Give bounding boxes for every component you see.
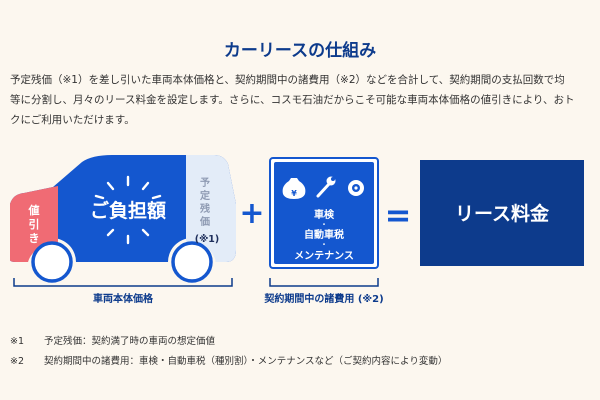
page-title: カーリースの仕組み: [223, 41, 377, 61]
footnote-text: 予定残価：契約満了時の車両の想定価値: [44, 336, 216, 347]
payment-label: ご負担額: [90, 199, 166, 222]
lease-fee-label: リース料金: [455, 202, 550, 225]
residual-value-area: [186, 155, 236, 262]
cost-separator: ・: [320, 240, 328, 249]
car-bracket: [13, 278, 233, 287]
discount-char: 引: [29, 217, 40, 231]
footnote-2: ※2 契約期間中の諸費用：車検・自動車税（種別割）・メンテナンスなど（ご契約内容に…: [10, 353, 447, 367]
costs-box: ¥ 車検 ・ 自動車税 ・ メンテナンス: [269, 157, 379, 269]
footnote-number: ※2: [10, 356, 25, 367]
front-wheel: [31, 241, 73, 283]
equals-sign: =: [385, 196, 412, 234]
svg-text:¥: ¥: [291, 189, 297, 198]
cost-item: メンテナンス: [294, 250, 354, 262]
intro-line: 等に分割し、月々のリース料金を設定します。さらに、コスモ石油だからこそ可能な車両…: [10, 94, 575, 106]
residual-char: 予: [200, 177, 210, 189]
footnote-text: 契約期間中の諸費用：車検・自動車税（種別割）・メンテナンスなど（ご契約内容により…: [44, 356, 448, 367]
lease-diagram: 値 引 き ご負担額 予 定 残 価 (※1) 車両本体価格 + ¥: [10, 155, 584, 305]
discount-char: 値: [28, 203, 40, 217]
car-bracket-label: 車両本体価格: [93, 292, 154, 305]
cost-separator: ・: [320, 220, 328, 229]
intro-text: 予定残価（※1）を差し引いた車両本体価格と、契約期間中の諸費用（※2）などを合計…: [10, 70, 592, 130]
car-illustration: 値 引 き ご負担額 予 定 残 価 (※1): [10, 155, 236, 283]
costs-bracket: [269, 278, 379, 287]
wrench-icon: [316, 176, 336, 198]
tire-icon: [348, 180, 364, 196]
footnote-1: ※1 予定残価：契約満了時の車両の想定価値: [10, 333, 215, 347]
lease-fee-box: [420, 160, 584, 266]
sparkle-icon: [94, 175, 162, 245]
residual-char: 価: [199, 215, 210, 228]
footnote-number: ※1: [10, 336, 25, 347]
residual-char: 残: [200, 202, 210, 215]
discount-char: き: [29, 232, 40, 245]
residual-char: 定: [200, 189, 210, 202]
costs-bracket-label: 契約期間中の諸費用 (※2): [264, 292, 383, 305]
residual-note: (※1): [195, 234, 220, 245]
plus-sign: +: [239, 196, 264, 231]
car-body: [10, 155, 236, 262]
cost-item: 自動車税: [304, 228, 344, 241]
intro-line: 予定残価（※1）を差し引いた車両本体価格と、契約期間中の諸費用（※2）などを合計…: [10, 74, 565, 86]
cost-item: 車検: [314, 208, 335, 221]
intro-line: クにご利用いただけます。: [10, 114, 135, 126]
money-bag-icon: ¥: [282, 178, 306, 199]
rear-wheel: [171, 241, 213, 283]
